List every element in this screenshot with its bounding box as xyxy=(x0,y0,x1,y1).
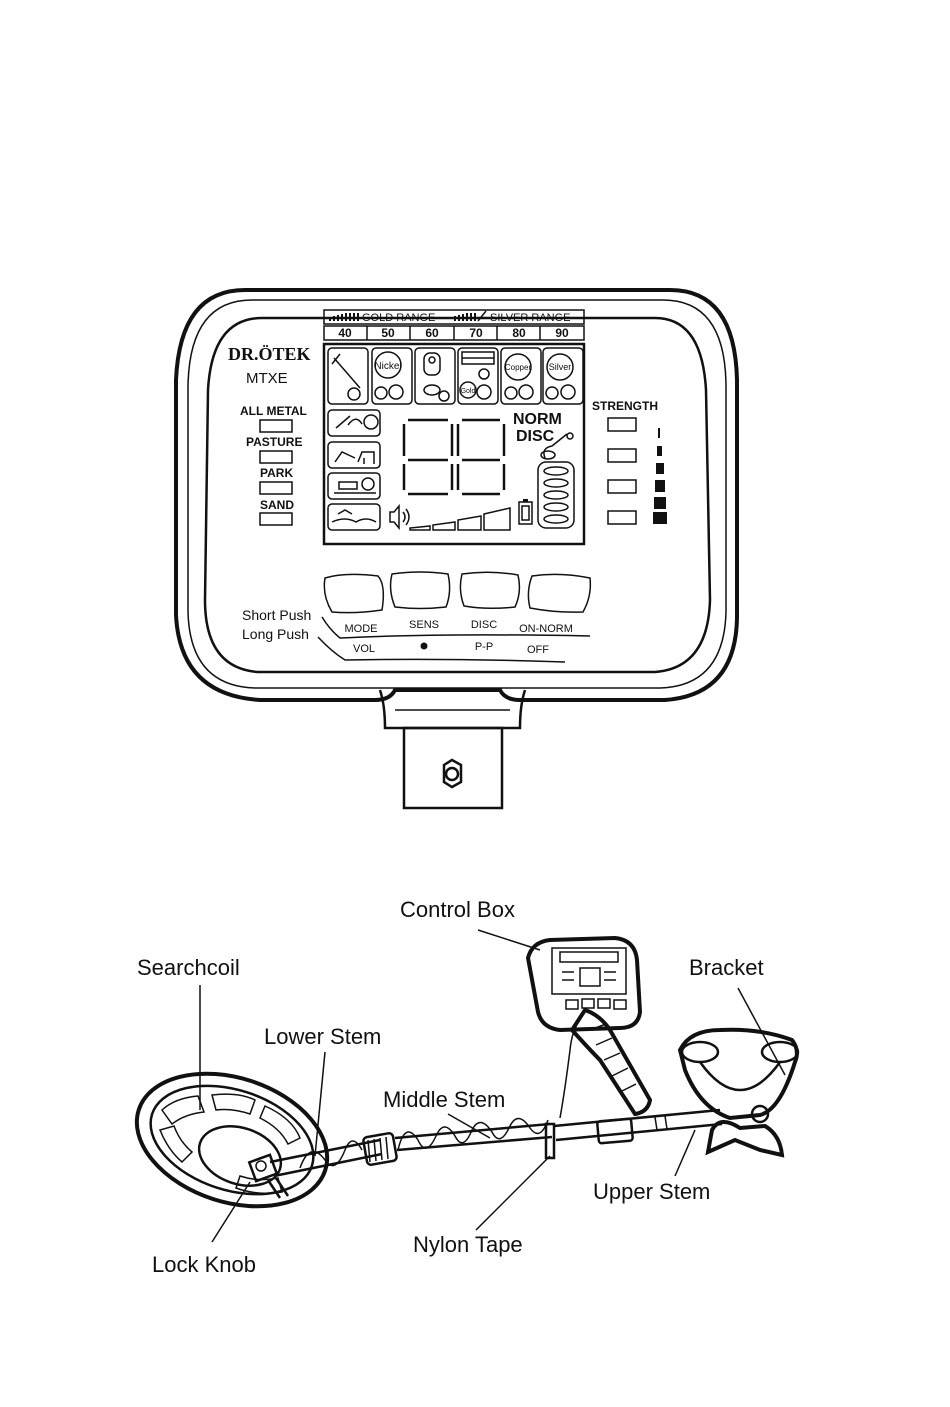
sens-button[interactable] xyxy=(391,572,450,609)
label-control-box: Control Box xyxy=(400,897,515,922)
short-push-label: Short Push xyxy=(242,607,311,623)
scale-number: 70 xyxy=(469,326,483,340)
long-push-action: OFF xyxy=(527,644,549,656)
silver-range-label: SILVER RANGE xyxy=(490,312,571,324)
strength-indicator xyxy=(608,480,636,493)
lcd-screen: Nickel Gold Copper Silver xyxy=(324,344,584,544)
scale-number: 80 xyxy=(512,326,526,340)
gold-range-label: GOLD RANGE xyxy=(362,312,435,324)
mode-button[interactable] xyxy=(324,574,383,612)
disc-label: DISC xyxy=(516,428,555,445)
scale-number: 40 xyxy=(338,326,352,340)
bracket xyxy=(680,1030,798,1155)
handle[interactable] xyxy=(572,1010,650,1114)
pasture-mode-icon xyxy=(328,442,380,468)
label-upper-stem: Upper Stem xyxy=(593,1179,710,1204)
digit-display xyxy=(404,420,504,494)
all-metal-mode-icon xyxy=(328,410,380,436)
strength-label: STRENGTH xyxy=(592,399,658,413)
label-bracket: Bracket xyxy=(689,955,764,980)
norm-label: NORM xyxy=(513,411,562,428)
scale-number: 90 xyxy=(555,326,569,340)
long-push-action: VOL xyxy=(353,643,375,655)
mode-indicator-pasture xyxy=(260,451,292,463)
label-lower-stem: Lower Stem xyxy=(264,1024,381,1049)
gold-text: Gold xyxy=(461,388,476,395)
control-panel: DR.ÖTEK MTXE GOLD RANGE SILVER RANGE xyxy=(176,290,737,808)
speaker-icon xyxy=(390,506,409,528)
nylon-tape xyxy=(546,1124,554,1158)
short-push-action: ON-NORM xyxy=(519,623,573,635)
searchcoil xyxy=(120,1051,345,1229)
model-name: MTXE xyxy=(246,370,288,387)
brand-logo: DR.ÖTEK xyxy=(228,344,311,364)
mode-label-all-metal: ALL METAL xyxy=(240,404,307,418)
power-button[interactable] xyxy=(444,760,461,787)
park-mode-icon xyxy=(328,473,380,499)
short-push-action: MODE xyxy=(345,623,378,635)
battery-icon xyxy=(519,499,532,524)
range-bar: GOLD RANGE SILVER RANGE 40 50 60 70 80 9… xyxy=(324,310,584,340)
on-norm-button[interactable] xyxy=(528,574,590,612)
assembly-diagram: Control Box Searchcoil Bracket Lower Ste… xyxy=(120,897,798,1277)
label-searchcoil: Searchcoil xyxy=(137,955,240,980)
mode-indicator-park xyxy=(260,482,292,494)
label-lock-knob: Lock Knob xyxy=(152,1252,256,1277)
strength-indicator xyxy=(608,511,636,524)
scale-number: 50 xyxy=(381,326,395,340)
short-push-action: SENS xyxy=(409,619,439,631)
long-push-label: Long Push xyxy=(242,626,309,642)
silver-coin-icon xyxy=(543,348,583,404)
stem-connector xyxy=(363,1133,397,1166)
long-push-action: P-P xyxy=(475,641,493,653)
mode-indicator-all-metal xyxy=(260,420,292,432)
label-nylon-tape: Nylon Tape xyxy=(413,1232,523,1257)
volume-bars xyxy=(410,508,510,530)
strength-indicator xyxy=(608,418,636,431)
strength-bars xyxy=(653,428,667,524)
mode-label-pasture: PASTURE xyxy=(246,435,302,449)
silver-text: Silver xyxy=(549,362,572,372)
nickel-text: Nickel xyxy=(374,361,401,372)
short-push-action: DISC xyxy=(471,619,497,631)
control-box xyxy=(528,938,640,1030)
mode-indicator-sand xyxy=(260,513,292,525)
disc-button[interactable] xyxy=(460,572,519,608)
sand-mode-icon xyxy=(328,504,380,530)
sens-long-push-icon xyxy=(421,643,428,650)
scale-number: 60 xyxy=(425,326,439,340)
copper-coin-icon xyxy=(501,348,541,404)
strength-indicator xyxy=(608,449,636,462)
depth-gauge xyxy=(538,462,574,528)
label-middle-stem: Middle Stem xyxy=(383,1087,505,1112)
copper-text: Copper xyxy=(505,363,532,372)
mode-label-park: PARK xyxy=(260,466,293,480)
mode-label-sand: SAND xyxy=(260,498,294,512)
